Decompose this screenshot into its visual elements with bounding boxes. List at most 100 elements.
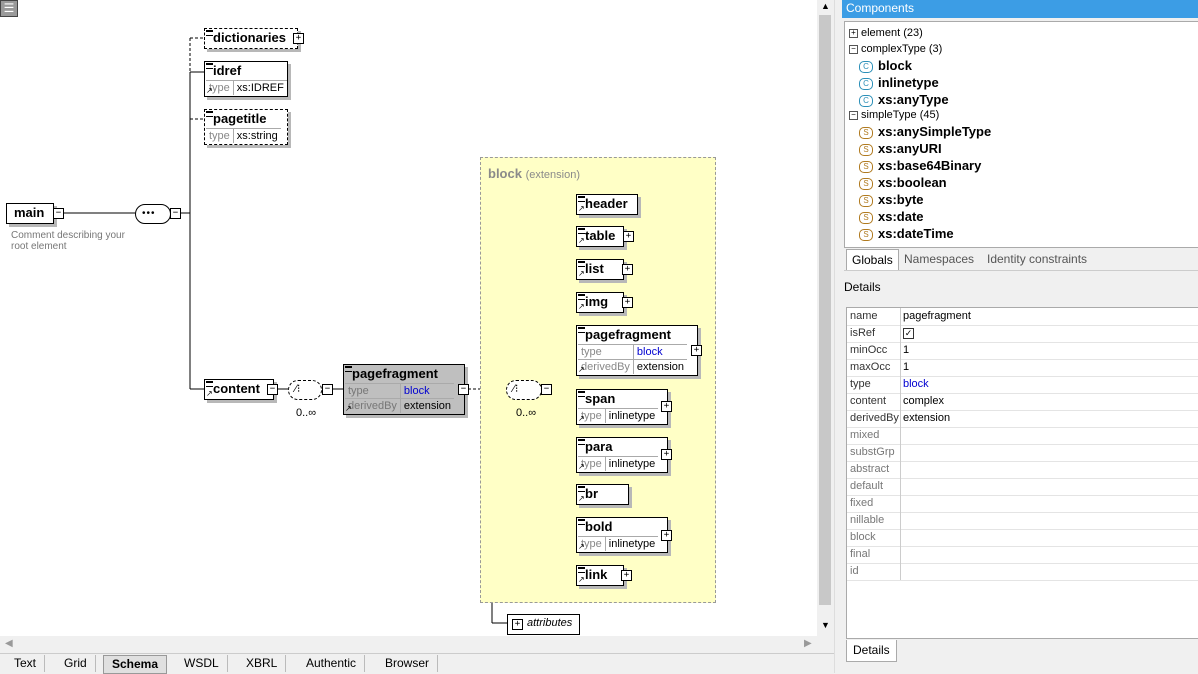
collapse-choice-2-button[interactable]: − (541, 384, 552, 395)
sequence-compositor[interactable]: ••• (135, 204, 171, 224)
choice-compositor[interactable]: ⁄⁝ (288, 380, 322, 400)
details-row-isref[interactable]: isRef✓ (847, 325, 1198, 343)
type-value[interactable]: block (400, 384, 454, 399)
components-tree[interactable]: +element (23) −complexType (3) Cblock Ci… (844, 21, 1198, 248)
element-link[interactable]: link ↗ (576, 565, 624, 586)
root-element-main[interactable]: main (6, 203, 54, 224)
scrollbar-thumb[interactable] (819, 15, 831, 605)
tab-xbrl[interactable]: XBRL (238, 655, 286, 672)
details-value[interactable]: 1 (903, 342, 909, 358)
element-dictionaries[interactable]: dictionaries (204, 28, 298, 49)
details-row-mixed[interactable]: mixed (847, 427, 1198, 445)
element-bold[interactable]: bold ↗ typeinlinetype (576, 517, 668, 553)
collapse-icon[interactable]: − (849, 111, 858, 120)
checkbox-checked-icon[interactable]: ✓ (903, 328, 914, 339)
tree-item-inlinetype[interactable]: Cinlinetype (859, 74, 939, 91)
tree-item-date[interactable]: Sxs:date (859, 208, 924, 225)
details-value[interactable]: complex (903, 393, 944, 409)
details-row-id[interactable]: id (847, 563, 1198, 581)
tab-wsdl[interactable]: WSDL (176, 655, 228, 672)
tab-namespaces[interactable]: Namespaces (899, 249, 979, 269)
expand-icon[interactable]: + (849, 29, 858, 38)
scroll-left-icon[interactable]: ◀ (5, 638, 13, 649)
scroll-down-icon[interactable]: ▼ (821, 620, 830, 630)
tree-group-complextype[interactable]: −complexType (3) (849, 41, 942, 58)
tree-item-anysimpletype[interactable]: Sxs:anySimpleType (859, 123, 991, 140)
details-grid[interactable]: namepagefragmentisRef✓minOcc1maxOcc1type… (846, 307, 1198, 639)
collapse-pagefragment-button[interactable]: − (458, 384, 469, 395)
collapse-choice-button[interactable]: − (322, 384, 333, 395)
scroll-right-icon[interactable]: ▶ (804, 638, 812, 649)
tab-details[interactable]: Details (846, 640, 897, 662)
details-row-derivedby[interactable]: derivedByextension (847, 410, 1198, 428)
tree-item-anytype[interactable]: Cxs:anyType (859, 91, 949, 108)
details-value[interactable]: block (903, 376, 929, 392)
details-row-content[interactable]: contentcomplex (847, 393, 1198, 411)
choice-compositor-2[interactable]: ⁄⁝ (506, 380, 542, 400)
expand-img-button[interactable]: + (622, 297, 633, 308)
expand-attributes-icon[interactable]: + (512, 619, 523, 630)
element-pagefragment-selected[interactable]: pagefragment ↗ typeblock derivedByextens… (343, 364, 465, 415)
isref-checkbox[interactable]: ✓ (903, 325, 914, 341)
details-row-final[interactable]: final (847, 546, 1198, 564)
schema-design-canvas[interactable]: ☰ (0, 0, 817, 636)
expand-dictionaries-button[interactable]: + (293, 33, 304, 44)
tab-authentic[interactable]: Authentic (298, 655, 365, 672)
canvas-horizontal-scrollbar[interactable]: ◀ ▶ (0, 636, 817, 653)
details-value[interactable]: 1 (903, 359, 909, 375)
details-row-nillable[interactable]: nillable (847, 512, 1198, 530)
element-idref[interactable]: idref ↗ typexs:IDREF (204, 61, 288, 97)
tree-item-block[interactable]: Cblock (859, 57, 912, 74)
details-row-maxocc[interactable]: maxOcc1 (847, 359, 1198, 377)
tree-item-datetime[interactable]: Sxs:dateTime (859, 225, 954, 242)
tree-group-simpletype[interactable]: −simpleType (45) (849, 107, 939, 124)
collapse-icon[interactable]: − (849, 45, 858, 54)
details-row-substgrp[interactable]: substGrp (847, 444, 1198, 462)
details-row-block[interactable]: block (847, 529, 1198, 547)
element-br[interactable]: br ↗ (576, 484, 629, 505)
element-header[interactable]: header ↗ (576, 194, 638, 215)
expand-table-button[interactable]: + (623, 231, 634, 242)
expand-list-button[interactable]: + (622, 264, 633, 275)
tab-browser[interactable]: Browser (377, 655, 438, 672)
expand-bold-button[interactable]: + (661, 530, 672, 541)
element-span[interactable]: span ↗ typeinlinetype (576, 389, 668, 425)
tab-schema[interactable]: Schema (103, 655, 167, 674)
tab-grid[interactable]: Grid (56, 655, 96, 672)
attributes-box[interactable]: + attributes (507, 614, 580, 635)
tab-globals[interactable]: Globals (846, 249, 899, 270)
details-row-abstract[interactable]: abstract (847, 461, 1198, 479)
collapse-main-button[interactable]: − (53, 208, 64, 219)
details-value[interactable]: extension (903, 410, 950, 426)
expand-pagefragment-child-button[interactable]: + (691, 345, 702, 356)
collapse-content-button[interactable]: − (267, 384, 278, 395)
scroll-up-icon[interactable]: ▲ (821, 1, 830, 11)
canvas-vertical-scrollbar[interactable]: ▲ ▼ (817, 0, 834, 636)
collapse-sequence-button[interactable]: − (170, 208, 181, 219)
details-row-default[interactable]: default (847, 478, 1198, 496)
details-key: isRef (847, 325, 901, 342)
tree-group-element[interactable]: +element (23) (849, 25, 923, 42)
tree-item-byte[interactable]: Sxs:byte (859, 191, 924, 208)
element-img[interactable]: img ↗ (576, 292, 624, 313)
expand-link-button[interactable]: + (621, 570, 632, 581)
element-table[interactable]: table ↗ (576, 226, 624, 247)
type-value[interactable]: block (633, 345, 687, 360)
element-pagefragment-child[interactable]: pagefragment ↗ typeblock derivedByextens… (576, 325, 698, 376)
details-value[interactable]: pagefragment (903, 308, 971, 324)
tree-item-anyuri[interactable]: Sxs:anyURI (859, 140, 942, 157)
details-row-minocc[interactable]: minOcc1 (847, 342, 1198, 360)
element-content[interactable]: content ↗ (204, 379, 274, 400)
tab-identity-constraints[interactable]: Identity constraints (982, 249, 1092, 269)
tree-item-boolean[interactable]: Sxs:boolean (859, 174, 947, 191)
expand-para-button[interactable]: + (661, 449, 672, 460)
element-list[interactable]: list ↗ (576, 259, 624, 280)
element-pagetitle[interactable]: pagetitle typexs:string (204, 109, 288, 145)
details-row-type[interactable]: typeblock (847, 376, 1198, 394)
tree-item-base64binary[interactable]: Sxs:base64Binary (859, 157, 981, 174)
expand-span-button[interactable]: + (661, 401, 672, 412)
element-para[interactable]: para ↗ typeinlinetype (576, 437, 668, 473)
details-row-fixed[interactable]: fixed (847, 495, 1198, 513)
details-row-name[interactable]: namepagefragment (847, 308, 1198, 326)
tab-text[interactable]: Text (6, 655, 45, 672)
